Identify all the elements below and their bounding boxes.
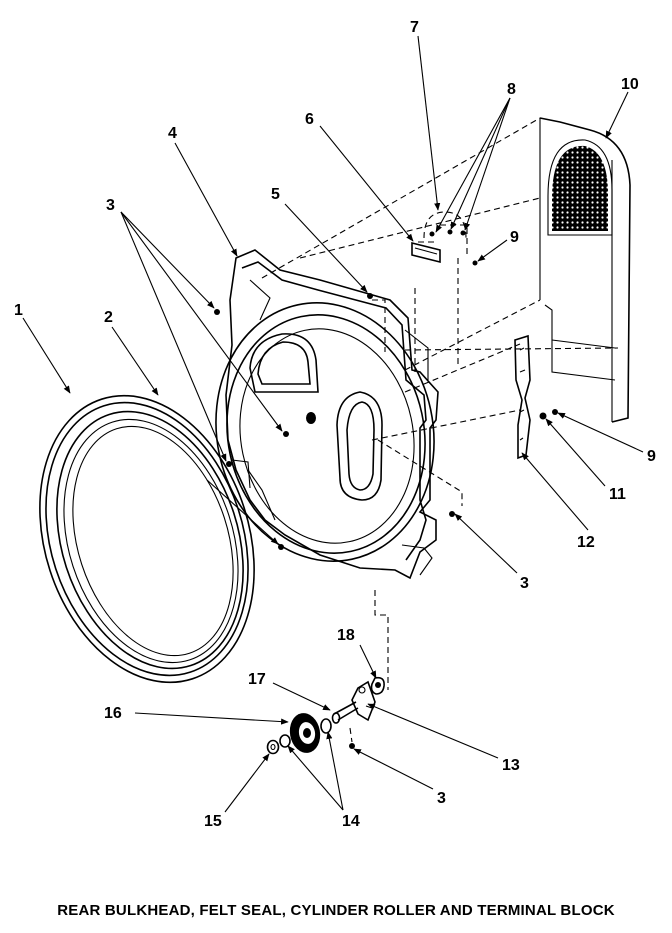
rear-cover-panel-part-10 [539, 117, 631, 423]
callout-7: 7 [410, 19, 419, 36]
terminal-bracket-part-12 [514, 334, 531, 460]
callout-18: 18 [337, 627, 355, 644]
callout-2: 2 [104, 309, 113, 326]
callout-8: 8 [507, 81, 516, 98]
callout-4: 4 [168, 125, 177, 142]
leader-lines [22, 35, 644, 813]
callout-5: 5 [271, 186, 280, 203]
callout-10: 10 [621, 76, 639, 93]
callout-16: 16 [104, 705, 122, 722]
callout-17: 17 [248, 671, 266, 688]
callout-9-top: 9 [510, 229, 519, 246]
callout-3-bottom: 3 [437, 790, 446, 807]
callout-13: 13 [502, 757, 520, 774]
callout-1: 1 [14, 302, 23, 319]
callout-14: 14 [342, 813, 360, 830]
callout-labels: 1 2 3 4 5 6 7 8 9 10 9 11 12 3 18 17 16 … [14, 19, 656, 830]
roller-assembly [266, 676, 385, 755]
diagram-caption: REAR BULKHEAD, FELT SEAL, CYLINDER ROLLE… [57, 902, 615, 919]
callout-11: 11 [609, 486, 626, 503]
callout-6: 6 [305, 111, 314, 128]
callout-3-right: 3 [520, 575, 529, 592]
callout-3: 3 [106, 197, 115, 214]
terminal-block-part-6-7-8 [411, 211, 467, 264]
callout-9-right: 9 [647, 448, 656, 465]
callout-12: 12 [577, 534, 595, 551]
callout-15: 15 [204, 813, 222, 830]
rear-bulkhead-part-4 [215, 249, 439, 580]
felt-seal-part-1-2 [39, 394, 255, 684]
hardware [214, 260, 558, 749]
